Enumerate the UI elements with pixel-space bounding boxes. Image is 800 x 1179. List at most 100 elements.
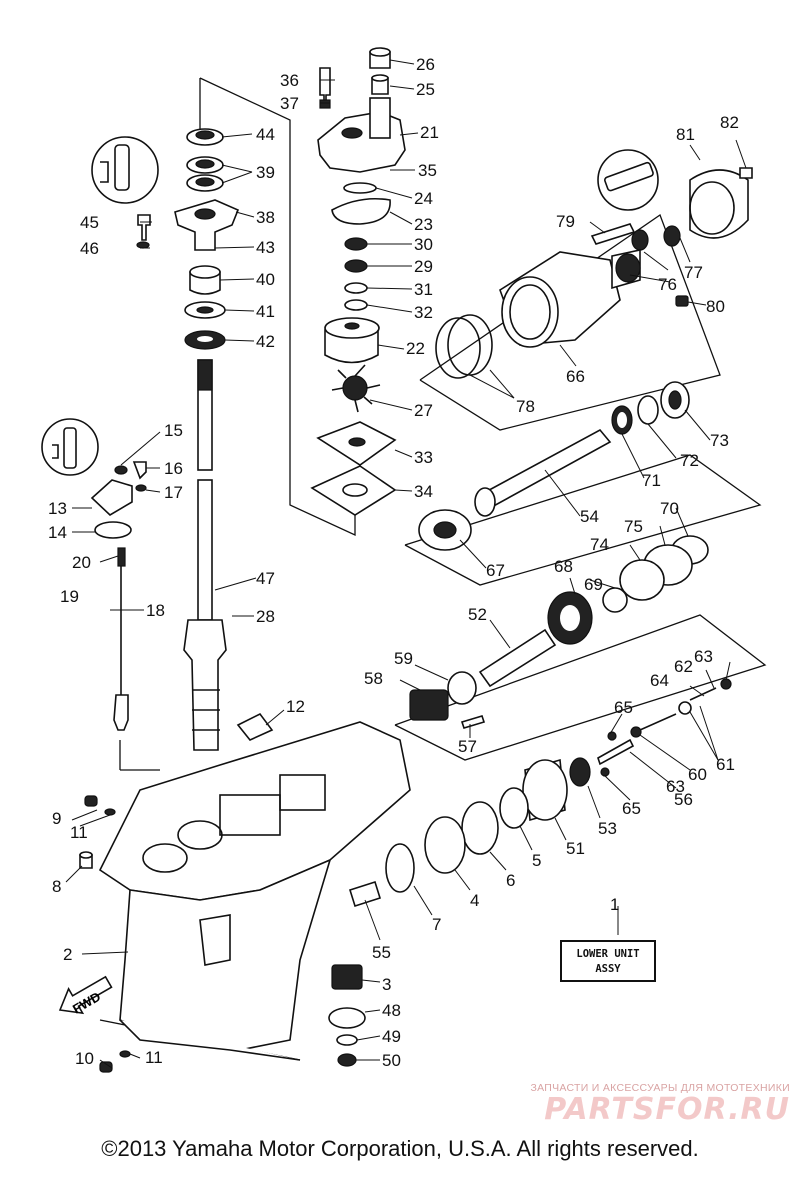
anode-12 — [236, 712, 274, 741]
callout-38: 38 — [256, 208, 275, 227]
callout-50: 50 — [382, 1051, 401, 1070]
reverse-gear-51 — [522, 759, 568, 821]
callout-47: 47 — [256, 569, 275, 588]
callout-59: 59 — [394, 649, 413, 668]
callout-57: 57 — [458, 737, 477, 756]
callout-42: 42 — [256, 332, 275, 351]
callout-61: 61 — [716, 755, 735, 774]
callout-26: 26 — [416, 55, 435, 74]
bearing-housing-38 — [174, 199, 240, 251]
callout-21: 21 — [420, 123, 439, 142]
callout-69: 69 — [584, 575, 603, 594]
callout-68: 68 — [554, 557, 573, 576]
callout-5: 5 — [532, 851, 541, 870]
shim-6 — [461, 801, 499, 855]
callout-18: 18 — [146, 601, 165, 620]
callout-25: 25 — [416, 80, 435, 99]
watermark-subtitle: ЗАПЧАСТИ И АКСЕССУАРЫ ДЛЯ МОТОТЕХНИКИ — [530, 1082, 790, 1094]
callout-74: 74 — [590, 535, 609, 554]
callout-63a: 63 — [694, 647, 713, 666]
callout-52: 52 — [468, 605, 487, 624]
callout-55: 55 — [372, 943, 391, 962]
callout-11b: 11 — [145, 1048, 163, 1067]
callout-64: 64 — [650, 671, 669, 690]
gear-group — [409, 535, 732, 777]
assy-label-line2: ASSY — [595, 963, 621, 975]
callout-33: 33 — [414, 448, 433, 467]
watermark: ЗАПЧАСТИ И АКСЕССУАРЫ ДЛЯ МОТОТЕХНИКИ PA… — [490, 1082, 790, 1127]
needle-bearing-3 — [331, 964, 363, 990]
callout-76: 76 — [658, 275, 677, 294]
drive-shaft-47 — [197, 479, 213, 621]
callout-77: 77 — [684, 263, 703, 282]
callout-62: 62 — [674, 657, 693, 676]
callout-41: 41 — [256, 302, 275, 321]
leader-lines — [65, 59, 747, 1069]
callout-2: 2 — [63, 945, 72, 964]
callout-29: 29 — [414, 257, 433, 276]
pump-housing-21 — [317, 111, 406, 173]
callout-65a: 65 — [614, 698, 633, 717]
reverse-gear-group — [328, 757, 591, 1067]
bearing-5 — [499, 787, 529, 829]
callout-37: 37 — [280, 94, 299, 113]
callout-51: 51 — [566, 839, 585, 858]
callout-49: 49 — [382, 1027, 401, 1046]
callout-72: 72 — [680, 451, 699, 470]
pinion-48 — [328, 1007, 366, 1029]
callout-54: 54 — [580, 507, 599, 526]
callout-67: 67 — [486, 561, 505, 580]
callout-34: 34 — [414, 482, 433, 501]
gasket-23 — [331, 197, 391, 225]
callout-44: 44 — [256, 125, 275, 144]
callout-65b: 65 — [622, 799, 641, 818]
callout-22: 22 — [406, 339, 425, 358]
shift-cover-13 — [90, 479, 133, 516]
callout-30: 30 — [414, 235, 433, 254]
callout-79: 79 — [556, 212, 575, 231]
callout-32: 32 — [414, 303, 433, 322]
callout-16: 16 — [164, 459, 183, 478]
callout-46: 46 — [80, 239, 99, 258]
gear-case-top — [98, 721, 411, 901]
impeller-housing-22 — [324, 329, 379, 364]
callout-24: 24 — [414, 189, 433, 208]
callout-15: 15 — [164, 421, 183, 440]
callout-4: 4 — [470, 891, 479, 910]
callout-80: 80 — [706, 297, 725, 316]
shift-rod-group — [41, 418, 147, 731]
drive-shaft-group — [91, 128, 240, 751]
shim-74 — [619, 559, 665, 601]
cross-pin-56 — [597, 738, 635, 766]
callout-40: 40 — [256, 270, 275, 289]
callout-71: 71 — [642, 471, 661, 490]
callout-60: 60 — [688, 765, 707, 784]
callout-3: 3 — [382, 975, 391, 994]
callout-6: 6 — [506, 871, 515, 890]
assy-label-line1: LOWER UNIT — [576, 948, 640, 960]
callout-36: 36 — [280, 71, 299, 90]
callout-12: 12 — [286, 697, 305, 716]
callout-53: 53 — [598, 819, 617, 838]
watermark-brand: PARTSFOR.RU — [544, 1092, 790, 1127]
fwd-arrow-icon — [58, 975, 113, 1015]
callout-56: 56 — [674, 790, 693, 809]
gear-case-body-2 — [119, 858, 332, 1051]
callout-78: 78 — [516, 397, 535, 416]
callout-70: 70 — [660, 499, 679, 518]
forward-gear-68 — [547, 591, 593, 645]
dog-clutch-58 — [409, 689, 449, 721]
callout-19: 19 — [60, 587, 79, 606]
callout-17: 17 — [164, 483, 183, 502]
bearing-housing-4 — [424, 816, 466, 874]
callout-73: 73 — [710, 431, 729, 450]
callout-45: 45 — [80, 213, 99, 232]
lower-case-group — [58, 712, 411, 1073]
callout-75: 75 — [624, 517, 643, 536]
copyright-notice: ©2013 Yamaha Motor Corporation, U.S.A. A… — [101, 1136, 699, 1161]
callout-7: 7 — [432, 915, 441, 934]
callout-82: 82 — [720, 113, 739, 132]
callout-81: 81 — [676, 125, 695, 144]
callout-28: 28 — [256, 607, 275, 626]
